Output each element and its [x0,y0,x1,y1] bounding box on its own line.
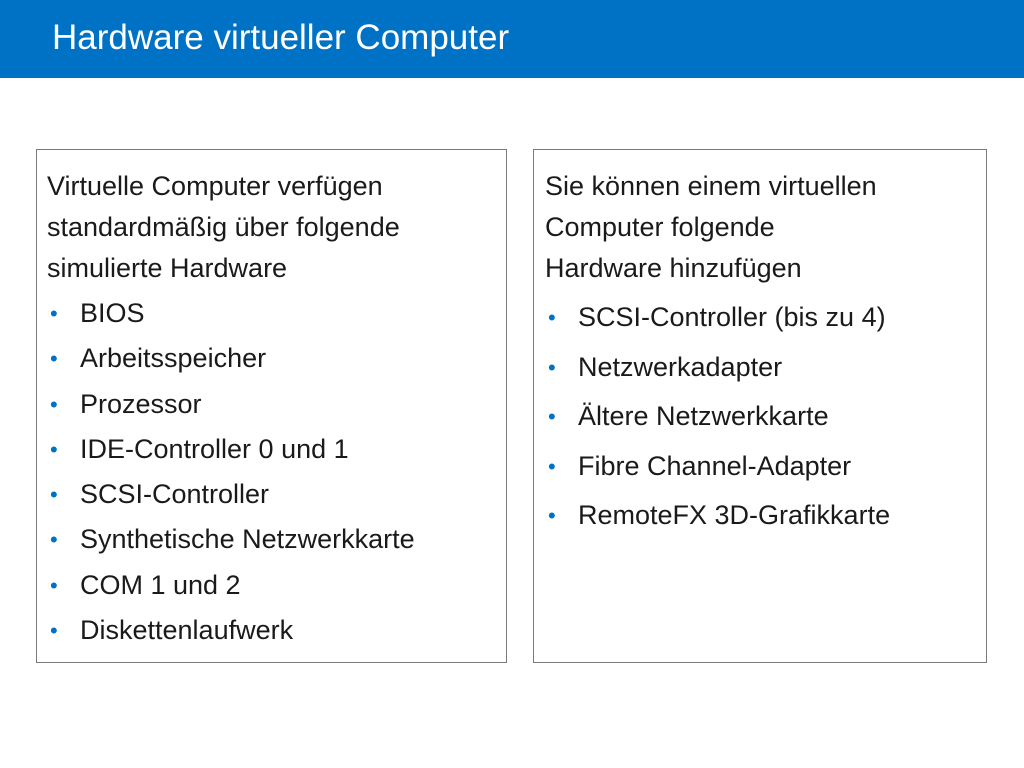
list-item-label: SCSI-Controller [80,479,270,510]
bullet-icon: • [548,453,556,479]
default-hardware-heading: Virtuelle Computer verfügen standardmäßi… [47,166,500,289]
bullet-icon: • [50,436,58,462]
list-item-label: Prozessor [80,388,202,419]
title-bar: Hardware virtueller Computer [0,0,1024,78]
list-item-label: COM 1 und 2 [80,569,241,600]
heading-line: Computer folgende [545,212,775,242]
bullet-icon: • [548,305,556,330]
list-item: • SCSI-Controller [47,472,500,517]
list-item: • COM 1 und 2 [47,563,500,608]
optional-hardware-heading: Sie können einem virtuellen Computer fol… [545,166,980,289]
bullet-icon: • [50,301,58,326]
list-item-label: Ältere Netzwerkkarte [578,401,829,431]
list-item: • Prozessor [47,382,500,427]
list-item-label: Netzwerkadapter [578,351,783,382]
heading-line: Hardware hinzufügen [545,253,802,283]
list-item-label: Diskettenlaufwerk [80,615,294,646]
list-item: • Diskettenlaufwerk [47,608,500,653]
bullet-icon: • [50,618,58,644]
bullet-icon: • [50,482,58,508]
bullet-icon: • [50,346,58,372]
slide-title: Hardware virtueller Computer [52,18,510,57]
bullet-icon: • [50,391,58,417]
bullet-icon: • [50,572,58,598]
heading-line: standardmäßig über folgende [47,212,400,242]
optional-hardware-list: • SCSI-Controller (bis zu 4) • Netzwerkada… [545,293,980,541]
list-item: • Arbeitsspeicher [47,336,500,381]
list-item-label: Synthetische Netzwerkkarte [80,524,415,555]
list-item: • Fibre Channel-Adapter [545,442,980,492]
list-item: • Ältere Netzwerkkarte [545,392,980,442]
heading-line: Sie können einem virtuellen [545,171,877,201]
bullet-icon: • [548,354,556,380]
list-item: • IDE-Controller 0 und 1 [47,427,500,472]
bullet-icon: • [50,527,58,553]
default-hardware-list: • BIOS • Arbeitsspeicher • Prozessor • IDE-C… [47,291,500,653]
heading-line: Virtuelle Computer verfügen [47,171,383,201]
list-item: • BIOS [47,291,500,336]
list-item-label: RemoteFX 3D-Grafikkarte [578,500,891,530]
bullet-icon: • [548,503,556,528]
list-item-label: Arbeitsspeicher [80,343,267,374]
list-item: • Synthetische Netzwerkkarte [47,517,500,562]
heading-line: simulierte Hardware [47,253,288,283]
list-item-label: SCSI-Controller (bis zu 4) [578,302,886,332]
list-item: • SCSI-Controller (bis zu 4) [545,293,980,343]
list-item-label: Fibre Channel-Adapter [578,450,852,481]
list-item-label: BIOS [80,298,145,328]
default-hardware-panel: Virtuelle Computer verfügen standardmäßi… [36,149,507,663]
optional-hardware-panel: Sie können einem virtuellen Computer fol… [533,149,987,663]
list-item: • RemoteFX 3D-Grafikkarte [545,491,980,541]
bullet-icon: • [548,404,556,429]
list-item: • Netzwerkadapter [545,343,980,393]
list-item-label: IDE-Controller 0 und 1 [80,433,349,464]
